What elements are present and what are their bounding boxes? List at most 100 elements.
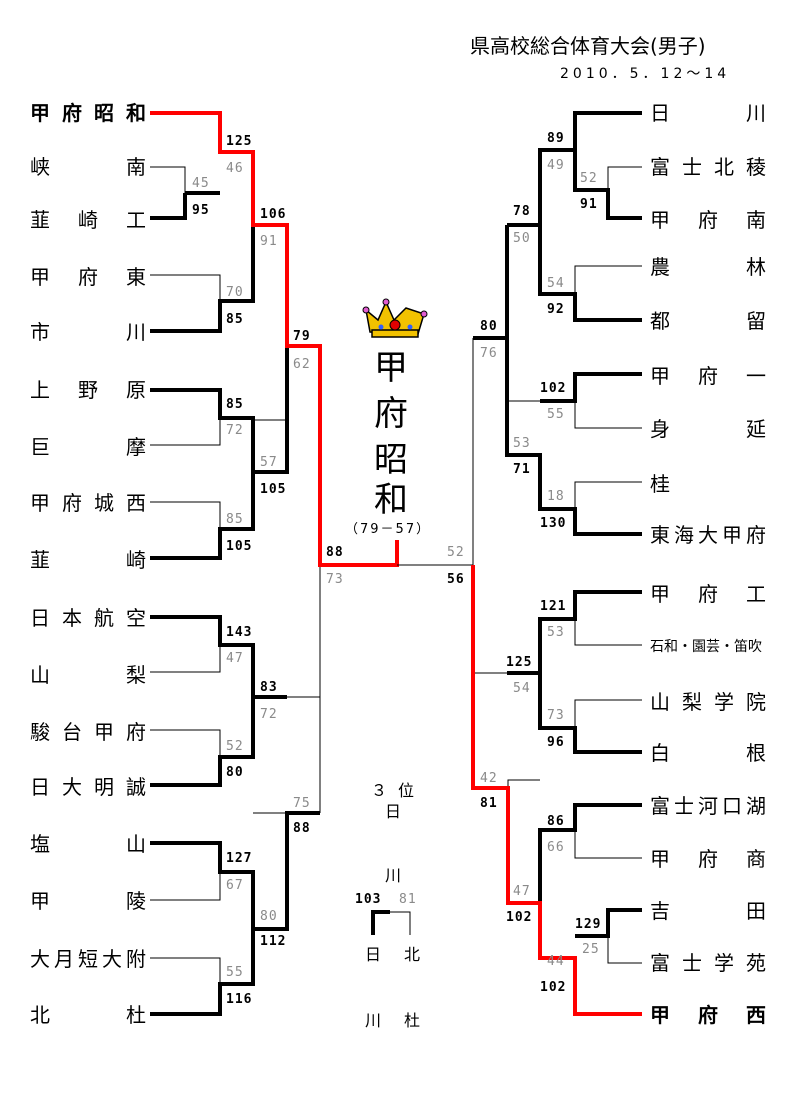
left-team: 日大明誠 <box>30 772 146 802</box>
left-team: 塩山 <box>30 829 146 859</box>
winning-score: 102 <box>540 381 567 396</box>
team-name-char: 附 <box>126 947 146 971</box>
team-name-char: 空 <box>126 606 146 630</box>
winning-score: 125 <box>226 134 253 149</box>
losing-score: 57 <box>260 455 278 470</box>
left-team: 甲陵 <box>30 886 146 916</box>
crown-icon <box>362 298 428 338</box>
team-name-char: 北 <box>714 155 734 179</box>
losing-score: 47 <box>513 884 531 899</box>
team-name-char: 府 <box>698 364 718 388</box>
winning-score: 129 <box>575 917 602 932</box>
team-name-char: 府 <box>698 582 718 606</box>
losing-score: 67 <box>226 878 244 893</box>
third-place-bottom-c: 川 <box>365 1011 382 1030</box>
team-name-char: 甲 <box>650 1003 670 1027</box>
winning-score: 116 <box>226 992 253 1007</box>
team-name-char: 韮 <box>30 548 50 572</box>
winning-score: 102 <box>540 980 567 995</box>
team-name-char: 月 <box>54 947 74 971</box>
winning-score: 88 <box>293 821 311 836</box>
losing-score: 53 <box>547 625 565 640</box>
third-place-bottom-d: 杜 <box>404 1011 421 1030</box>
team-name-char: 航 <box>94 606 114 630</box>
losing-score: 62 <box>293 357 311 372</box>
right-team: 身延 <box>650 414 766 444</box>
team-name-char: 農 <box>650 255 670 279</box>
team-name-char: 短 <box>78 947 98 971</box>
losing-score: 54 <box>547 276 565 291</box>
team-name-char: 城 <box>94 491 114 515</box>
right-team: 石和・園芸・笛吹 <box>650 632 766 662</box>
team-name-char: 河 <box>698 794 718 818</box>
team-name-char: 甲 <box>30 491 50 515</box>
team-name-char: 川 <box>126 320 146 344</box>
winning-score: 127 <box>226 851 253 866</box>
third-place-bottom-b: 北 <box>404 945 421 964</box>
team-name-char: 甲 <box>30 101 50 125</box>
winning-score: 85 <box>226 397 244 412</box>
left-team: 韮崎 <box>30 545 146 575</box>
losing-score: 49 <box>547 158 565 173</box>
team-name-char: 東 <box>650 523 670 547</box>
team-name-char: 学 <box>714 951 734 975</box>
team-name-char: 北 <box>30 1003 50 1027</box>
winning-score: 86 <box>547 814 565 829</box>
team-name-char: 士 <box>682 951 702 975</box>
team-name-char: 留 <box>746 309 766 333</box>
team-name-char: 身 <box>650 417 670 441</box>
right-team: 山梨学院 <box>650 687 766 717</box>
team-name-char: 府 <box>62 491 82 515</box>
right-team: 富士北稜 <box>650 152 766 182</box>
losing-score: 25 <box>582 942 600 957</box>
winning-score: 91 <box>580 197 598 212</box>
winning-score: 105 <box>226 539 253 554</box>
team-name-char: 苑 <box>746 951 766 975</box>
right-team: 桂 <box>650 469 766 499</box>
team-name-char: 根 <box>746 741 766 765</box>
team-name-char: 台 <box>62 720 82 744</box>
team-name-char: 一 <box>746 364 766 388</box>
right-team: 都留 <box>650 306 766 336</box>
champion-char: 府 <box>374 394 408 434</box>
winning-score: 88 <box>326 545 344 560</box>
team-name-char: 川 <box>746 101 766 125</box>
third-place-num: ３ <box>371 781 388 800</box>
left-team: 峡南 <box>30 152 146 182</box>
winning-score: 95 <box>192 203 210 218</box>
champion-char: 昭 <box>374 440 408 480</box>
right-team: 農林 <box>650 252 766 282</box>
losing-score: 52 <box>447 545 465 560</box>
team-name-char: 駿 <box>30 720 50 744</box>
losing-score: 73 <box>326 572 344 587</box>
team-name-char: 日 <box>30 775 50 799</box>
team-name-char: 桂 <box>650 472 670 496</box>
losing-score: 70 <box>226 285 244 300</box>
team-name-char: 府 <box>698 208 718 232</box>
team-name-char: 稜 <box>746 155 766 179</box>
third-place-lose-score: 81 <box>399 892 417 907</box>
winning-score: 106 <box>260 207 287 222</box>
winning-score: 80 <box>480 319 498 334</box>
left-team: 甲府城西 <box>30 488 146 518</box>
winning-score: 71 <box>513 462 531 477</box>
team-name-char: 湖 <box>746 794 766 818</box>
losing-score: 72 <box>226 423 244 438</box>
left-winner-lines <box>150 191 320 1016</box>
team-name-char: 上 <box>30 378 50 402</box>
team-name-char: 商 <box>746 847 766 871</box>
team-name-char: 田 <box>746 899 766 923</box>
team-name-char: 士 <box>682 155 702 179</box>
left-team: 北杜 <box>30 1000 146 1030</box>
team-name-char: 南 <box>746 208 766 232</box>
team-name-char: 陵 <box>126 889 146 913</box>
team-name-char: 白 <box>650 741 670 765</box>
team-name-char: 院 <box>746 690 766 714</box>
winning-score: 78 <box>513 204 531 219</box>
team-name-char: 口 <box>722 794 742 818</box>
team-name-char: 府 <box>126 720 146 744</box>
team-name-char: 大 <box>30 947 50 971</box>
third-place-bottom-a: 日 <box>365 945 382 964</box>
left-team: 市川 <box>30 317 146 347</box>
team-name-char: 府 <box>78 265 98 289</box>
